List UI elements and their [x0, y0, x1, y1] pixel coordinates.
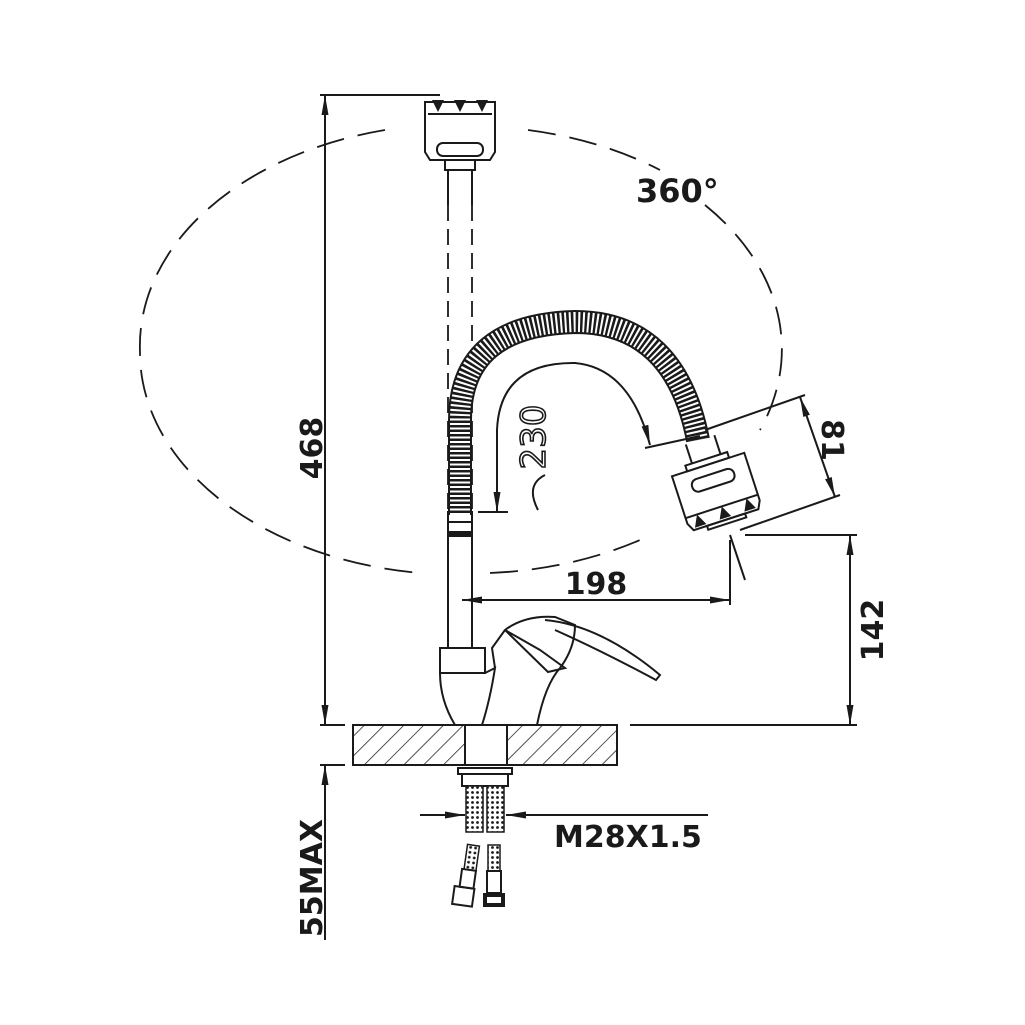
hose-length-label: 230 [514, 405, 554, 470]
max-thickness-label: 55MAX [295, 819, 330, 937]
aerator-tilted [670, 434, 761, 532]
dimension-thread: M28X1.5 [420, 811, 708, 855]
supply-hoses [450, 785, 505, 908]
faucet-body [439, 522, 662, 726]
dimension-hose-length: 230 [478, 361, 701, 513]
rotation-path-ellipse [139, 129, 783, 574]
flexible-hose [447, 309, 710, 537]
dimension-aerator-size: 81 [704, 394, 849, 531]
aerator-size-label: 81 [814, 419, 849, 461]
reach-label: 198 [565, 567, 628, 602]
dimension-spout-height: 142 [630, 534, 891, 726]
dimension-total-height: 468 [295, 94, 440, 726]
dimension-reach: 198 [462, 534, 746, 605]
approx-tilde-icon [531, 474, 546, 511]
rotation-label: 360° [636, 172, 719, 210]
thread-label: M28X1.5 [554, 820, 702, 855]
spout-height-label: 142 [856, 599, 891, 662]
total-height-label: 468 [295, 417, 330, 480]
countertop-section [352, 724, 618, 787]
dimension-counter-thickness: 55MAX [295, 764, 345, 940]
